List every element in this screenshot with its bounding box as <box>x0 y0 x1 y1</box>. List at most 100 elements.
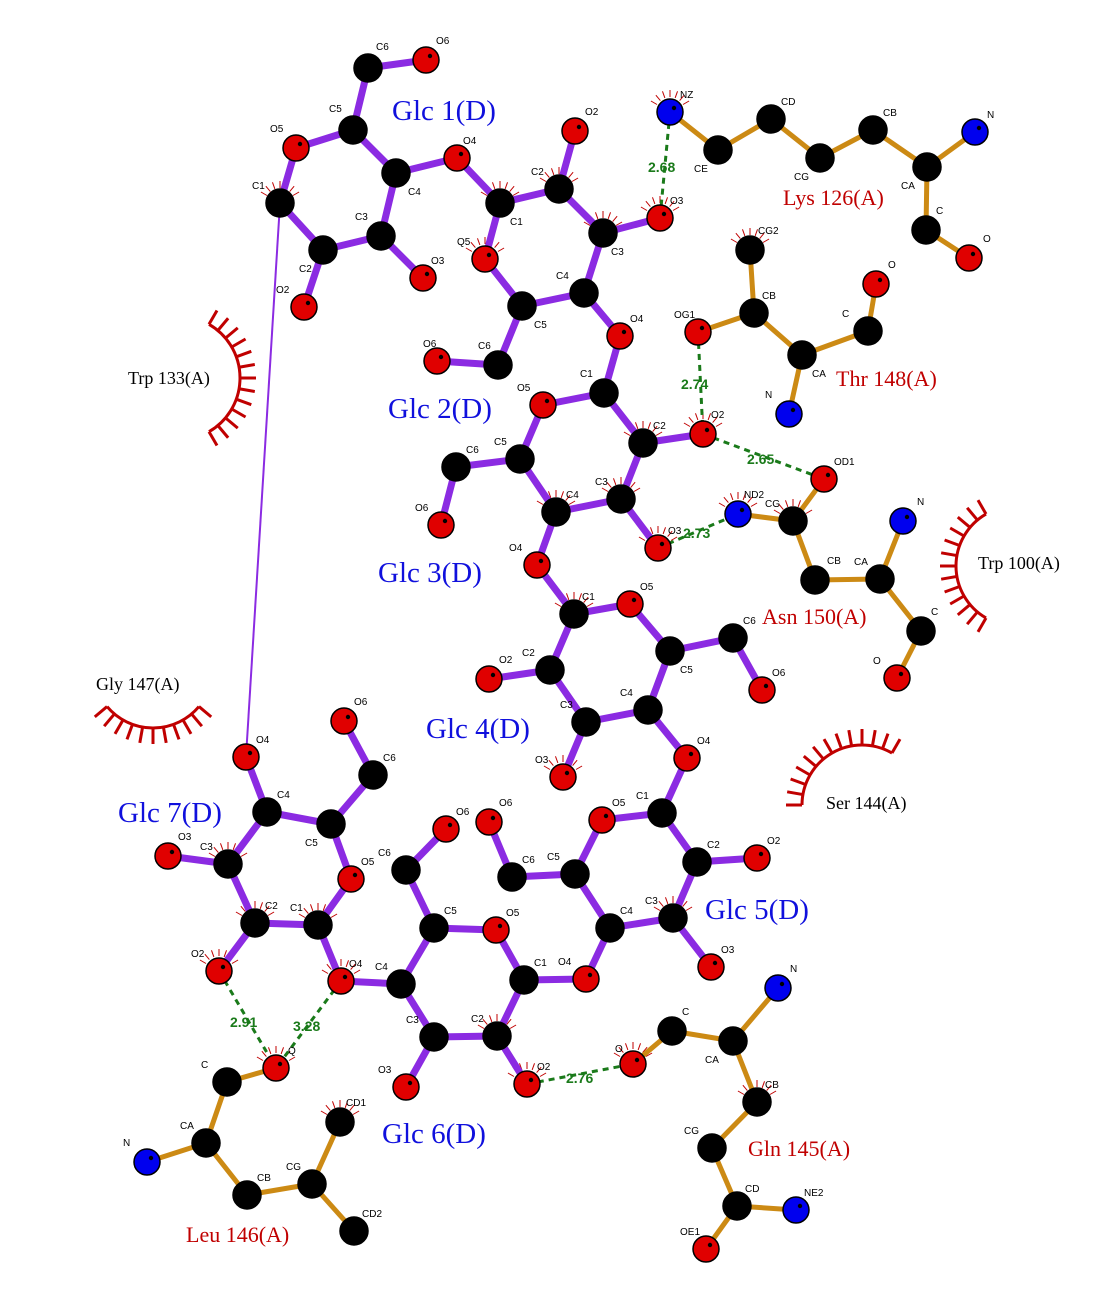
atom-label: CA <box>705 1055 719 1066</box>
atom-label: O6 <box>499 798 513 809</box>
atom-label: CD2 <box>362 1209 382 1220</box>
fringe-tick <box>785 500 789 508</box>
fringe-tick <box>679 94 685 101</box>
atom-label: O4 <box>558 957 572 968</box>
atom-label: O2 <box>276 285 290 296</box>
atom-highlight <box>458 151 464 157</box>
atom-label: C3 <box>560 700 573 711</box>
oxygen-atom <box>748 676 776 704</box>
atom-label: C5 <box>305 838 318 849</box>
oxygen-atom <box>684 318 712 346</box>
carbon-atom <box>906 616 936 646</box>
oxygen-atom <box>743 844 771 872</box>
fringe-tick <box>232 843 236 851</box>
atom-highlight <box>427 53 433 59</box>
atom-highlight <box>755 306 761 312</box>
atom-highlight <box>207 1136 213 1142</box>
fringe-tick <box>512 191 520 196</box>
oxygen-atom <box>327 967 355 995</box>
fringe-tick <box>349 1104 355 1111</box>
carbon-atom <box>212 1067 242 1097</box>
atom-label: CB <box>762 291 776 302</box>
atom-label: CA <box>854 557 868 568</box>
atom-label: O4 <box>463 136 477 147</box>
hbond-distance-label: 2.68 <box>648 159 675 175</box>
atom-highlight <box>704 427 710 433</box>
fringe-tick <box>669 200 675 207</box>
fringe-tick <box>650 100 658 105</box>
oxygen-atom <box>471 245 499 273</box>
fringe-tick <box>345 960 349 968</box>
fringe-tick <box>303 907 309 914</box>
hydrophobic-spoke <box>216 317 230 332</box>
carbon-atom <box>316 809 346 839</box>
atom-label: C2 <box>471 1014 484 1025</box>
atom-highlight <box>898 671 904 677</box>
fringe-tick <box>615 221 623 226</box>
fringe-tick <box>670 536 678 541</box>
atom-label: OG1 <box>674 310 696 321</box>
atom-label: C3 <box>355 212 368 223</box>
atom-label: O6 <box>354 697 368 708</box>
atom-highlight <box>659 541 665 547</box>
fringe-tick <box>662 91 666 99</box>
atom-label: O3 <box>378 1065 392 1076</box>
hydrophobic-spoke <box>190 712 204 728</box>
fringe-tick <box>504 182 508 190</box>
fringe-tick <box>737 1090 745 1095</box>
atom-label: C4 <box>556 271 569 282</box>
hydrophobic-spoke <box>944 585 961 594</box>
hbond-distance-label: 2.74 <box>681 376 708 392</box>
fringe-tick <box>637 1043 641 1051</box>
sugar-label-glc6: Glc 6(D) <box>382 1118 486 1150</box>
residue-label-lys126: Lys 126(A) <box>783 185 884 210</box>
fringe-tick <box>754 229 758 237</box>
atom-highlight <box>576 124 582 130</box>
fringe-tick <box>685 906 693 911</box>
fringe-tick <box>664 197 668 205</box>
carbon-atom <box>325 1107 355 1137</box>
hydrophobic-spoke <box>93 705 109 719</box>
atom-label: O2 <box>499 655 513 666</box>
atom-highlight <box>976 125 982 131</box>
atom-highlight <box>521 452 527 458</box>
atom-highlight <box>486 252 492 258</box>
atom-label: O3 <box>721 945 735 956</box>
fringe-tick <box>240 905 246 912</box>
carbon-atom <box>865 564 895 594</box>
fringe-tick <box>655 94 661 101</box>
atom-label: N <box>917 497 924 508</box>
carbon-atom <box>588 218 618 248</box>
oxygen-atom <box>588 806 616 834</box>
fringe-tick <box>240 852 248 857</box>
fringe-tick <box>630 481 636 488</box>
fringe-tick <box>606 481 612 488</box>
fringe-tick <box>492 182 496 190</box>
nitrogen-atom <box>764 974 792 1002</box>
hydrophobic-spoke <box>197 705 213 719</box>
oxygen-atom <box>475 808 503 836</box>
atom-label: CB <box>883 108 897 119</box>
fringe-tick <box>723 496 729 503</box>
hbond-distance-label: 2.91 <box>230 1014 257 1030</box>
carbon-atom <box>703 135 733 165</box>
atom-label: O5 <box>361 857 375 868</box>
atom-label: C6 <box>743 616 756 627</box>
fringe-tick <box>220 843 224 851</box>
carbon-atom <box>366 221 396 251</box>
nitrogen-atom <box>133 1148 161 1176</box>
atom-label: C5 <box>494 437 507 448</box>
fringe-tick <box>536 500 544 505</box>
contact-fringe <box>583 211 623 226</box>
atom-label: NE2 <box>804 1188 824 1199</box>
atom-highlight <box>587 715 593 721</box>
fringe-tick <box>586 602 594 607</box>
glycosidic-link-bond <box>245 202 281 758</box>
atom-label: C5 <box>680 665 693 676</box>
fringe-tick <box>539 177 547 182</box>
atom-highlight <box>407 1080 413 1086</box>
atom-highlight <box>751 243 757 249</box>
fringe-tick <box>353 969 361 974</box>
oxygen-atom <box>529 391 557 419</box>
fringe-tick <box>665 897 669 905</box>
